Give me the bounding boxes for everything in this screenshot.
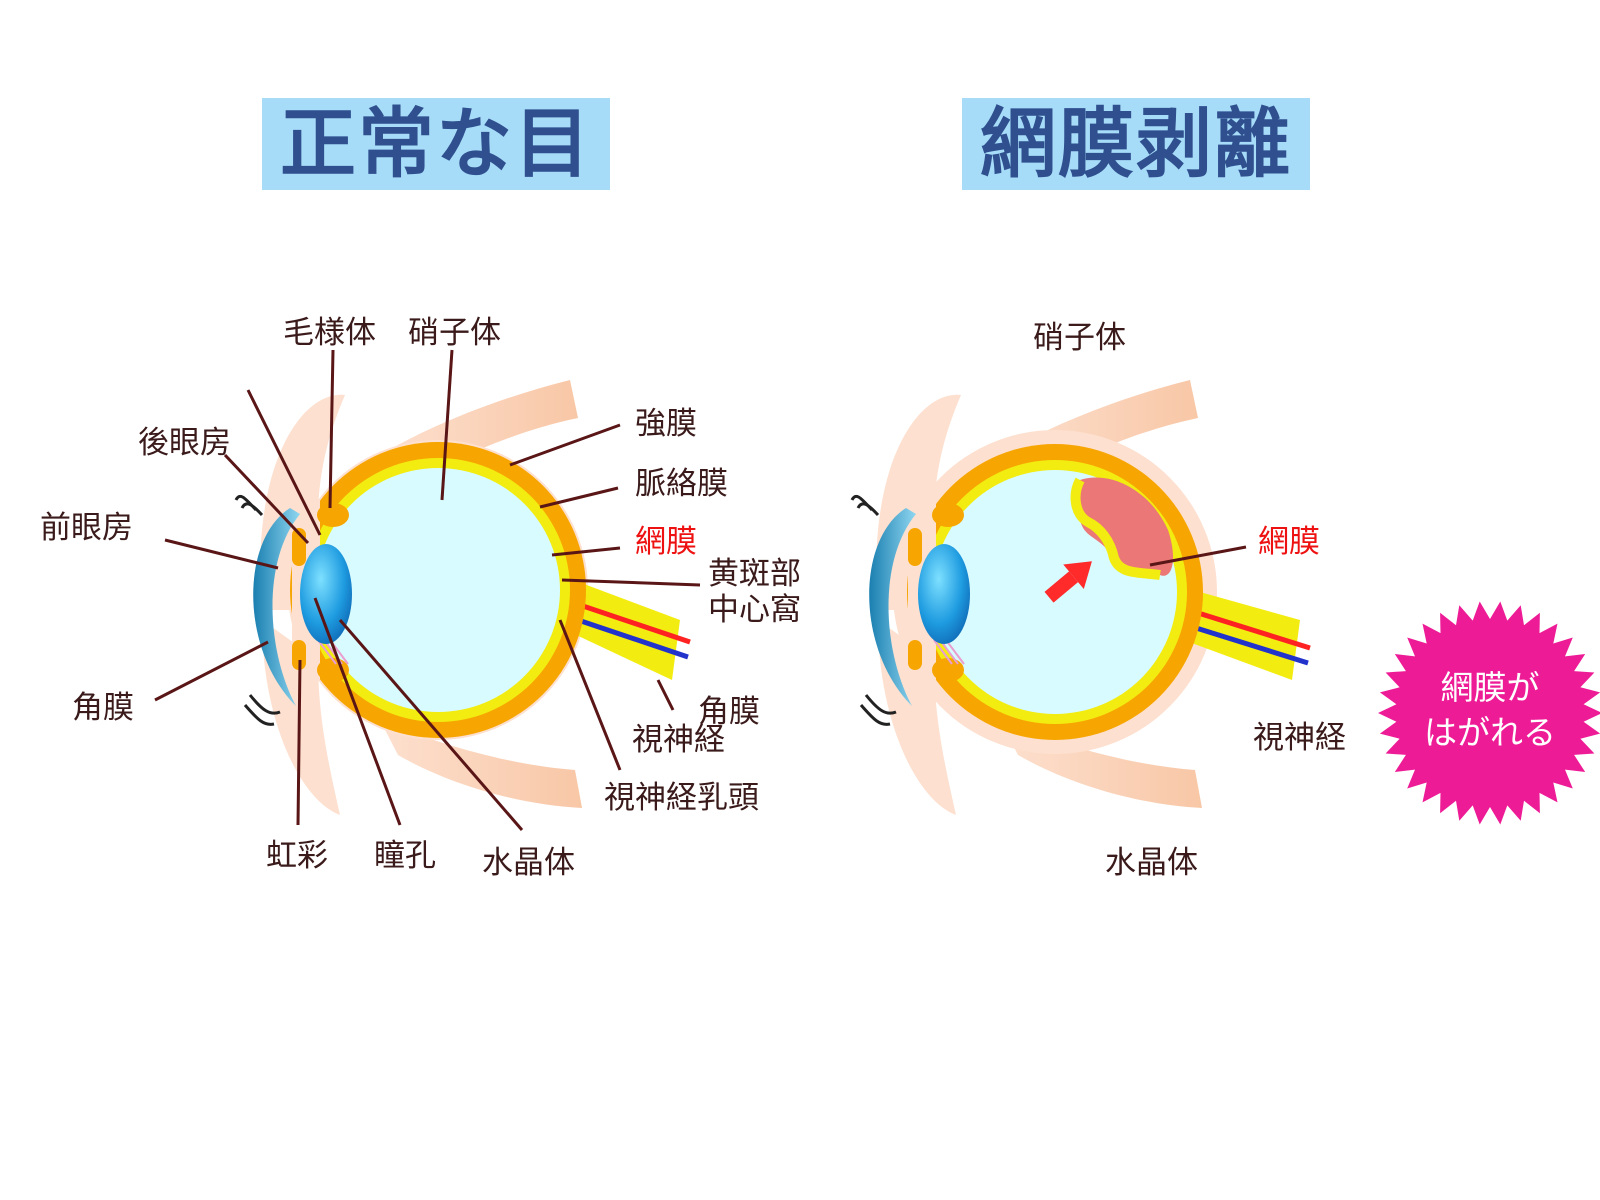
label-pupil: 瞳孔: [374, 838, 436, 874]
cornea: [253, 508, 300, 706]
label-lens-detached: 水晶体: [1105, 845, 1198, 881]
label-cornea-left: 角膜: [72, 690, 134, 726]
normal-eye-illustration: [154, 349, 701, 831]
label-sclera: 強膜: [635, 406, 697, 442]
burst-line-2: はがれる: [1424, 713, 1556, 752]
label-ciliary-body: 毛様体: [283, 315, 376, 351]
detachment-arrow: [1044, 561, 1092, 603]
lower-muscle: [380, 720, 582, 808]
label-choroid: 脈絡膜: [635, 466, 728, 502]
burst-line-1: 網膜が: [1440, 668, 1540, 707]
burst-text: 網膜が はがれる: [1390, 665, 1590, 755]
label-lens: 水晶体: [482, 845, 575, 881]
detached-eye-illustration: [850, 380, 1311, 815]
burst-badge: [1378, 601, 1600, 825]
label-fovea: 中心窩: [708, 592, 801, 628]
label-optic-disc: 視神経乳頭: [604, 780, 759, 816]
iris-bottom: [292, 640, 306, 670]
label-anterior-chamber: 前眼房: [40, 510, 133, 546]
label-retina: 網膜: [635, 524, 697, 560]
detachment-title: 網膜剥離: [962, 98, 1310, 190]
label-optic-nerve: 視神経: [632, 722, 725, 758]
label-vitreous-detached: 硝子体: [1033, 320, 1126, 356]
vitreous: [316, 468, 560, 712]
optic-nerve: [555, 575, 680, 680]
label-optic-nerve-detached: 視神経: [1253, 720, 1346, 756]
label-retina-detached: 網膜: [1258, 524, 1320, 560]
detached-retina-area: [1073, 477, 1174, 576]
label-vitreous: 硝子体: [408, 315, 501, 351]
label-posterior-chamber: 後眼房: [138, 425, 231, 461]
label-iris: 虹彩: [266, 838, 328, 874]
lens: [300, 544, 352, 644]
lower-eyelid-r: [878, 620, 956, 815]
label-cornea-right: 角膜: [698, 694, 760, 730]
label-macula: 黄斑部: [708, 556, 801, 592]
normal-eye-title: 正常な目: [262, 98, 610, 190]
detached-retina-edge: [1070, 477, 1161, 580]
lower-eyelid: [262, 620, 340, 815]
